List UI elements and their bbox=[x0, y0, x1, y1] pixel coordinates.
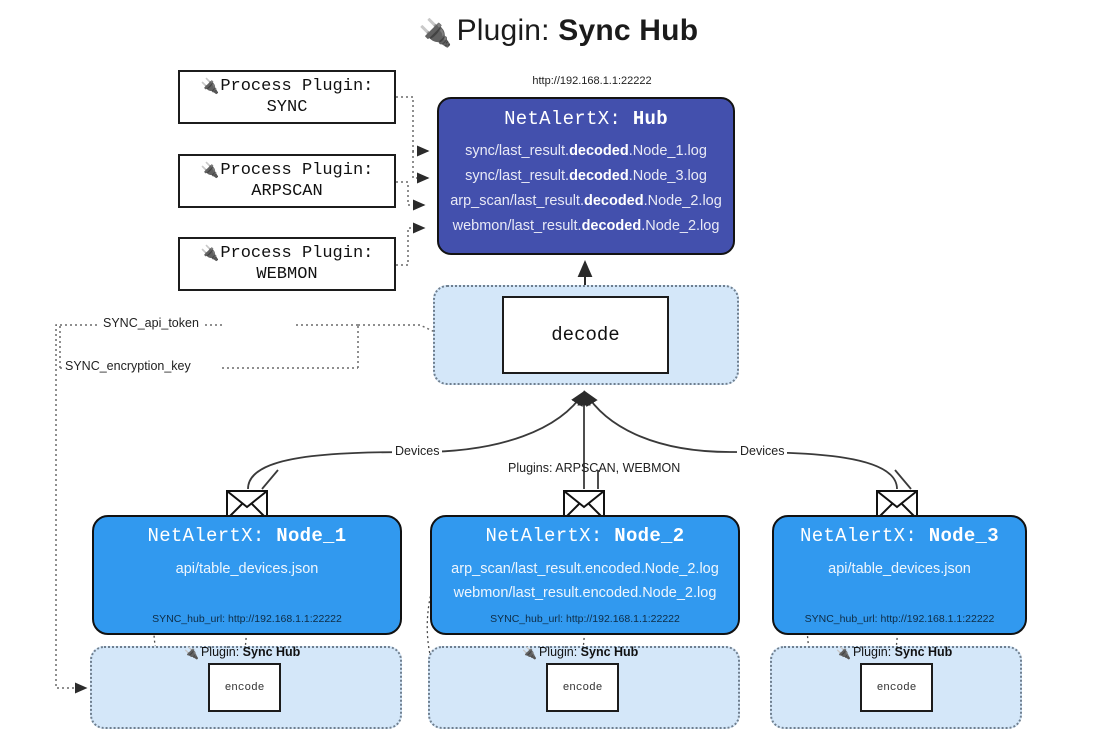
process-plugin-sync-title: 🔌Process Plugin: bbox=[200, 76, 374, 96]
hub-log-list: sync/last_result.decoded.Node_1.log sync… bbox=[439, 139, 733, 239]
node-card-node-1[interactable]: NetAlertX: Node_1 api/table_devices.json… bbox=[92, 515, 402, 635]
node-card-node-2[interactable]: NetAlertX: Node_2 arp_scan/last_result.e… bbox=[430, 515, 740, 635]
plug-icon: 🔌 bbox=[418, 18, 453, 48]
node-line: webmon/last_result.encoded.Node_2.log bbox=[453, 585, 717, 602]
node-line: arp_scan/last_result.encoded.Node_2.log bbox=[451, 561, 719, 577]
node-line-list: arp_scan/last_result.encoded.Node_2.log … bbox=[432, 557, 738, 606]
plug-icon: 🔌 bbox=[200, 76, 220, 95]
edge-label-sync-api-token: SYNC_api_token bbox=[100, 316, 202, 330]
hub-url-label: http://192.168.1.1:22222 bbox=[532, 75, 652, 87]
process-plugin-webmon-title: 🔌Process Plugin: bbox=[200, 243, 374, 263]
node-footer: SYNC_hub_url: http://192.168.1.1:22222 bbox=[490, 613, 680, 625]
process-plugin-arpscan-name: ARPSCAN bbox=[251, 182, 323, 201]
plug-icon: 🔌 bbox=[200, 160, 220, 179]
decode-box[interactable]: decode bbox=[502, 296, 669, 374]
encode-box-node-3[interactable]: encode bbox=[860, 663, 933, 712]
hub-log-item: sync/last_result.decoded.Node_1.log bbox=[465, 143, 707, 159]
node-title: NetAlertX: Node_3 bbox=[800, 525, 999, 547]
node-footer: SYNC_hub_url: http://192.168.1.1:22222 bbox=[804, 613, 995, 625]
hub-log-item: arp_scan/last_result.decoded.Node_2.log bbox=[450, 192, 722, 209]
node-title: NetAlertX: Node_1 bbox=[147, 525, 347, 547]
plugin-label-node-1: 🔌Plugin: Sync Hub bbox=[184, 645, 301, 660]
process-plugin-webmon[interactable]: 🔌Process Plugin: WEBMON bbox=[178, 237, 396, 291]
plugin-label-node-3: 🔌Plugin: Sync Hub bbox=[836, 645, 953, 660]
edge-label-devices-left: Devices bbox=[392, 444, 443, 458]
edge-label-plugins-center: Plugins: ARPSCAN, WEBMON bbox=[508, 461, 681, 475]
hub-log-item: webmon/last_result.decoded.Node_2.log bbox=[452, 217, 720, 234]
node-line: api/table_devices.json bbox=[828, 561, 971, 577]
encode-box-node-1[interactable]: encode bbox=[208, 663, 281, 712]
node-footer: SYNC_hub_url: http://192.168.1.1:22222 bbox=[152, 613, 342, 625]
plug-icon: 🔌 bbox=[184, 646, 199, 660]
edge-label-sync-encryption-key: SYNC_encryption_key bbox=[62, 359, 194, 373]
process-plugin-webmon-name: WEBMON bbox=[256, 265, 318, 284]
page-title-prefix: Plugin: bbox=[456, 14, 559, 47]
plug-icon: 🔌 bbox=[522, 646, 537, 660]
process-plugin-arpscan-title: 🔌Process Plugin: bbox=[200, 160, 374, 180]
hub-node[interactable]: NetAlertX: Hub sync/last_result.decoded.… bbox=[437, 97, 735, 255]
encode-box-node-2[interactable]: encode bbox=[546, 663, 619, 712]
hub-log-item: sync/last_result.decoded.Node_3.log bbox=[465, 167, 707, 184]
envelope-icon bbox=[563, 490, 605, 520]
node-line: api/table_devices.json bbox=[175, 561, 319, 577]
plug-icon: 🔌 bbox=[836, 646, 851, 660]
plugin-label-node-2: 🔌Plugin: Sync Hub bbox=[522, 645, 639, 660]
plug-icon: 🔌 bbox=[200, 243, 220, 262]
process-plugin-sync-name: SYNC bbox=[266, 98, 308, 117]
page-title: 🔌Plugin: Sync Hub bbox=[0, 14, 1117, 49]
node-title: NetAlertX: Node_2 bbox=[485, 525, 685, 547]
edge-label-devices-right: Devices bbox=[737, 444, 788, 458]
process-plugin-arpscan[interactable]: 🔌Process Plugin: ARPSCAN bbox=[178, 154, 396, 208]
process-plugin-sync[interactable]: 🔌Process Plugin: SYNC bbox=[178, 70, 396, 124]
node-card-node-3[interactable]: NetAlertX: Node_3 api/table_devices.json… bbox=[772, 515, 1027, 635]
node-line-list: api/table_devices.json bbox=[94, 557, 400, 581]
node-line-list: api/table_devices.json bbox=[774, 557, 1025, 581]
hub-title: NetAlertX: Hub bbox=[504, 108, 668, 130]
page-title-name: Sync Hub bbox=[558, 14, 699, 47]
